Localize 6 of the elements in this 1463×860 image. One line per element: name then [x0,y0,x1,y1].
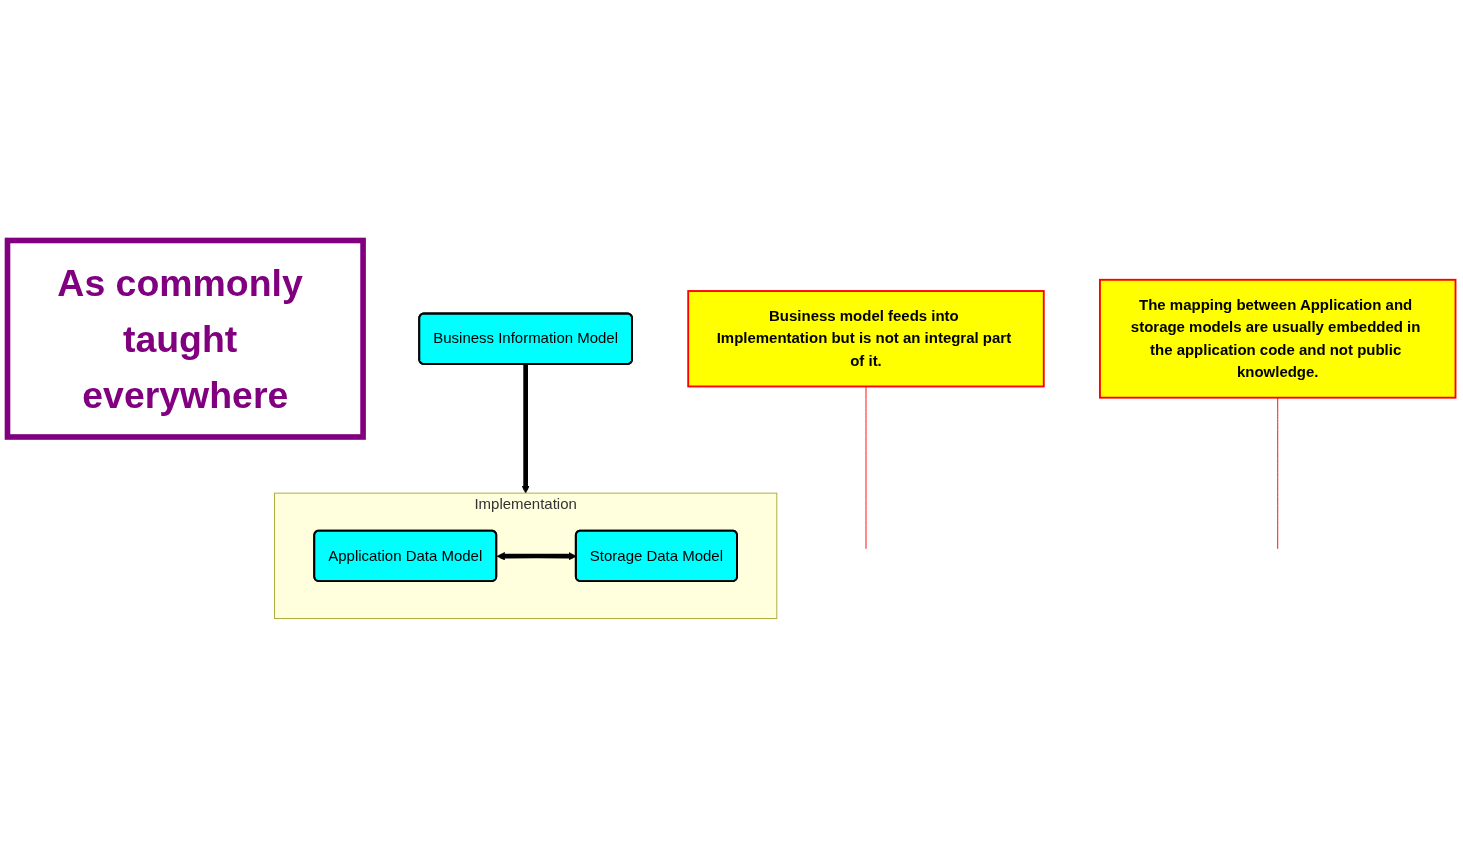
node-box: As commonly taught everywhere [4,238,366,441]
connector [1277,397,1279,550]
node-box: The mapping between Application and storage models are usually embedded in the application code and not public knowledge. [1099,279,1457,400]
node-box: Business model feeds into Implementation but is not an integral part of it. [687,290,1045,388]
connector [865,386,867,550]
arrow [521,364,530,494]
